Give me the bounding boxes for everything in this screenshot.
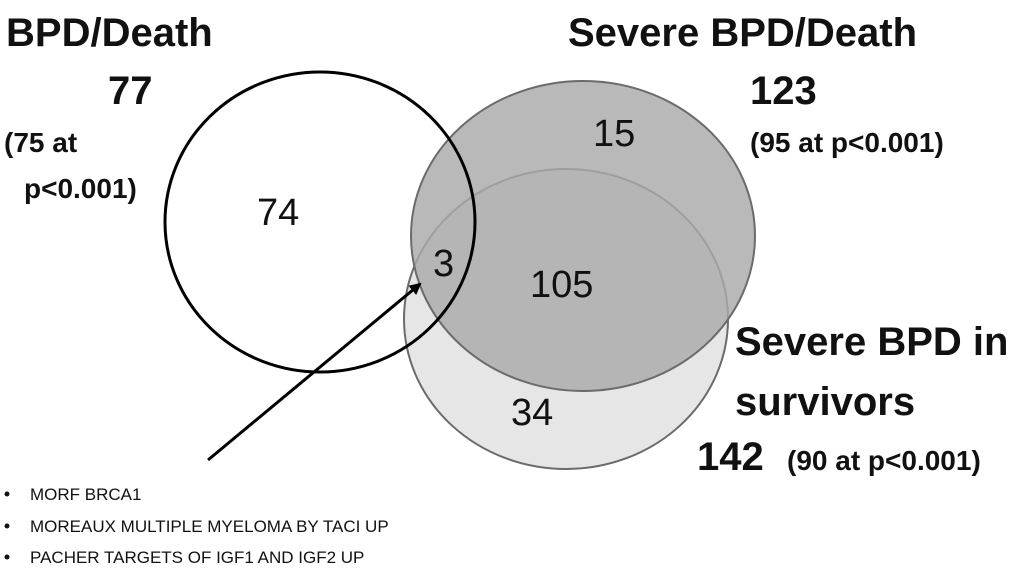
bullet-icon xyxy=(4,554,10,560)
gene-set-item: MOREAUX MULTIPLE MYELOMA BY TACI UP xyxy=(30,517,389,536)
region-bpd-death-only: 74 xyxy=(257,192,299,234)
severe-bpd-death-circle xyxy=(410,80,756,392)
severe-bpd-death-total: 123 xyxy=(750,69,817,113)
bpd-death-circle xyxy=(163,70,477,374)
bpd-death-significance-line1: (75 at xyxy=(4,127,77,158)
bullet-icon xyxy=(4,523,10,529)
overlap-arrow xyxy=(207,282,422,462)
region-severe-bpd-death-only: 15 xyxy=(593,113,635,155)
bullet-icon xyxy=(4,491,10,497)
gene-set-item: PACHER TARGETS OF IGF1 AND IGF2 UP xyxy=(30,548,364,567)
gene-set-item: MORF BRCA1 xyxy=(30,485,141,504)
bpd-death-title: BPD/Death xyxy=(6,11,213,55)
severe-bpd-survivors-total: 142 xyxy=(697,435,764,479)
region-survivors-only: 34 xyxy=(511,392,553,434)
overlap-gene-set-list: MORF BRCA1 MOREAUX MULTIPLE MYELOMA BY T… xyxy=(4,485,389,567)
region-severe-death-and-survivors: 105 xyxy=(530,264,593,306)
bpd-death-total: 77 xyxy=(108,69,153,113)
severe-bpd-death-significance: (95 at p<0.001) xyxy=(750,127,944,158)
severe-bpd-survivors-title-line1: Severe BPD in xyxy=(735,320,1008,364)
severe-bpd-survivors-title-line2: survivors xyxy=(735,380,915,424)
severe-bpd-survivors-significance: (90 at p<0.001) xyxy=(787,445,981,476)
region-triple-overlap: 3 xyxy=(433,243,454,285)
bpd-death-significance-line2: p<0.001) xyxy=(24,173,137,204)
severe-bpd-death-title: Severe BPD/Death xyxy=(568,11,917,55)
